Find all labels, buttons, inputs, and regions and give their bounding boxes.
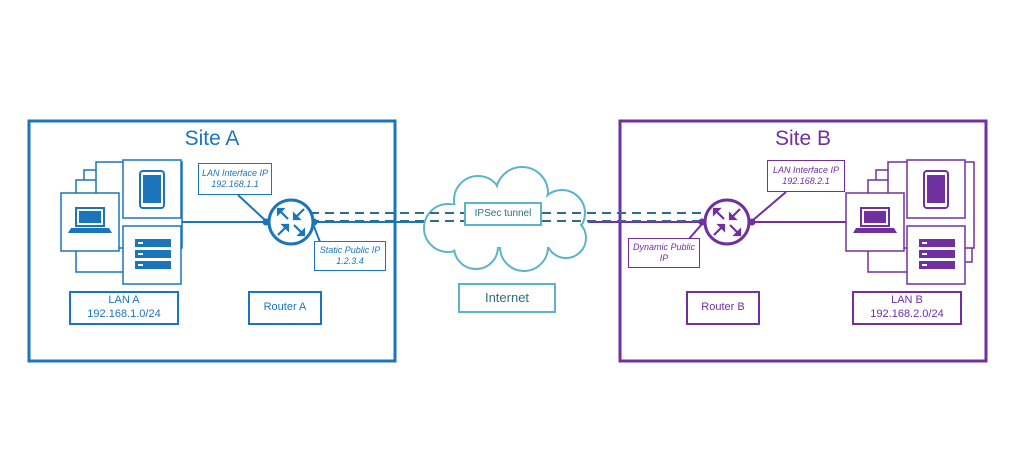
public-ip-b: Dynamic Public IP bbox=[628, 238, 700, 268]
lan-ip-callout-b bbox=[751, 191, 787, 222]
router-a-label: Router A bbox=[248, 291, 322, 325]
lan-interface-ip-b-label: LAN Interface IP bbox=[772, 164, 840, 175]
public-ip-callout-a bbox=[312, 223, 321, 243]
router-b-icon bbox=[703, 198, 751, 246]
lan-b-devices-icon bbox=[845, 159, 975, 285]
lan-b-subnet: 192.168.2.0/24 bbox=[870, 308, 944, 320]
lan-a-name: LAN A bbox=[108, 294, 140, 307]
router-a-icon bbox=[267, 198, 315, 246]
site-b-title: Site B bbox=[774, 127, 832, 150]
lan-interface-ip-b: LAN Interface IP 192.168.2.1 bbox=[767, 160, 845, 192]
lan-interface-ip-a-value: 192.168.1.1 bbox=[211, 179, 259, 189]
router-b-label: Router B bbox=[686, 291, 760, 325]
public-ip-a-label: Static Public IP bbox=[319, 244, 381, 255]
lan-a-devices-icon bbox=[60, 159, 183, 285]
public-ip-a: Static Public IP 1.2.3.4 bbox=[314, 241, 386, 271]
internet-label: Internet bbox=[458, 283, 556, 313]
public-ip-b-label: Dynamic Public bbox=[632, 241, 696, 252]
lan-a-subnet: 192.168.1.0/24 bbox=[87, 308, 161, 320]
lan-b-box: LAN B 192.168.2.0/24 bbox=[852, 291, 962, 325]
lan-ip-callout-a bbox=[237, 194, 267, 222]
lan-interface-ip-b-value: 192.168.2.1 bbox=[782, 176, 830, 186]
lan-b-name: LAN B bbox=[891, 294, 923, 307]
public-ip-b-value: IP bbox=[659, 253, 669, 263]
site-b-frame bbox=[618, 119, 988, 363]
lan-a-box: LAN A 192.168.1.0/24 bbox=[69, 291, 179, 325]
site-a-frame bbox=[27, 119, 397, 363]
lan-interface-ip-a: LAN Interface IP 192.168.1.1 bbox=[198, 163, 272, 195]
lan-interface-ip-a-label: LAN Interface IP bbox=[201, 167, 269, 178]
site-a-title: Site A bbox=[184, 127, 240, 150]
public-ip-callout-b bbox=[687, 223, 703, 241]
ipsec-tunnel-label: IPSec tunnel bbox=[464, 202, 542, 226]
public-ip-a-value: 1.2.3.4 bbox=[336, 256, 364, 266]
